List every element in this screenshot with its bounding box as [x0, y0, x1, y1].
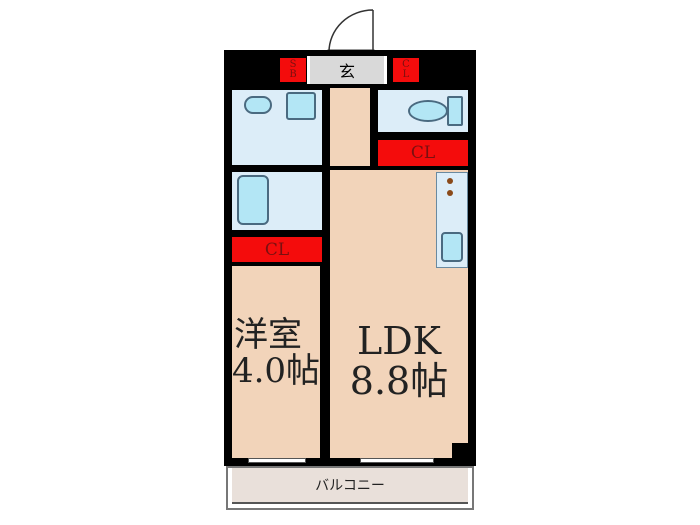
- toilet-icon: [408, 100, 448, 122]
- toilet-tank-icon: [447, 96, 463, 126]
- cl-label: L: [402, 69, 410, 80]
- window: [248, 458, 306, 463]
- sb-label: S: [289, 59, 297, 70]
- stove-burner-icon: [447, 190, 453, 196]
- pillar: [452, 443, 470, 461]
- closet-label: CL: [410, 143, 436, 163]
- corridor: [330, 88, 370, 166]
- genkan-label: 玄: [338, 62, 355, 81]
- ldk-name: LDK: [356, 319, 442, 363]
- washing-machine-icon: [286, 92, 316, 120]
- ldk-size: 8.8帖: [349, 358, 449, 403]
- genkan: 玄: [307, 56, 387, 84]
- closet-label: CL: [264, 239, 290, 260]
- window: [360, 458, 434, 463]
- western-room-label: 洋室 4.0帖: [230, 315, 322, 391]
- western-room-name: 洋室: [234, 315, 302, 355]
- western-room: [232, 266, 320, 458]
- western-room-size: 4.0帖: [231, 350, 321, 391]
- closet-right: CL: [378, 140, 468, 166]
- stove-burner-icon: [447, 178, 453, 184]
- bathtub-icon: [237, 175, 269, 225]
- sb-label: B: [289, 69, 297, 80]
- balcony: バルコニー: [232, 468, 468, 504]
- closet-left: CL: [232, 237, 322, 262]
- balcony-label: バルコニー: [315, 478, 385, 494]
- ldk-label: LDK 8.8帖: [330, 319, 468, 403]
- sink-icon: [441, 232, 463, 262]
- washbasin-icon: [244, 96, 272, 114]
- entrance-door: [327, 9, 375, 56]
- cl-label: C: [402, 59, 410, 70]
